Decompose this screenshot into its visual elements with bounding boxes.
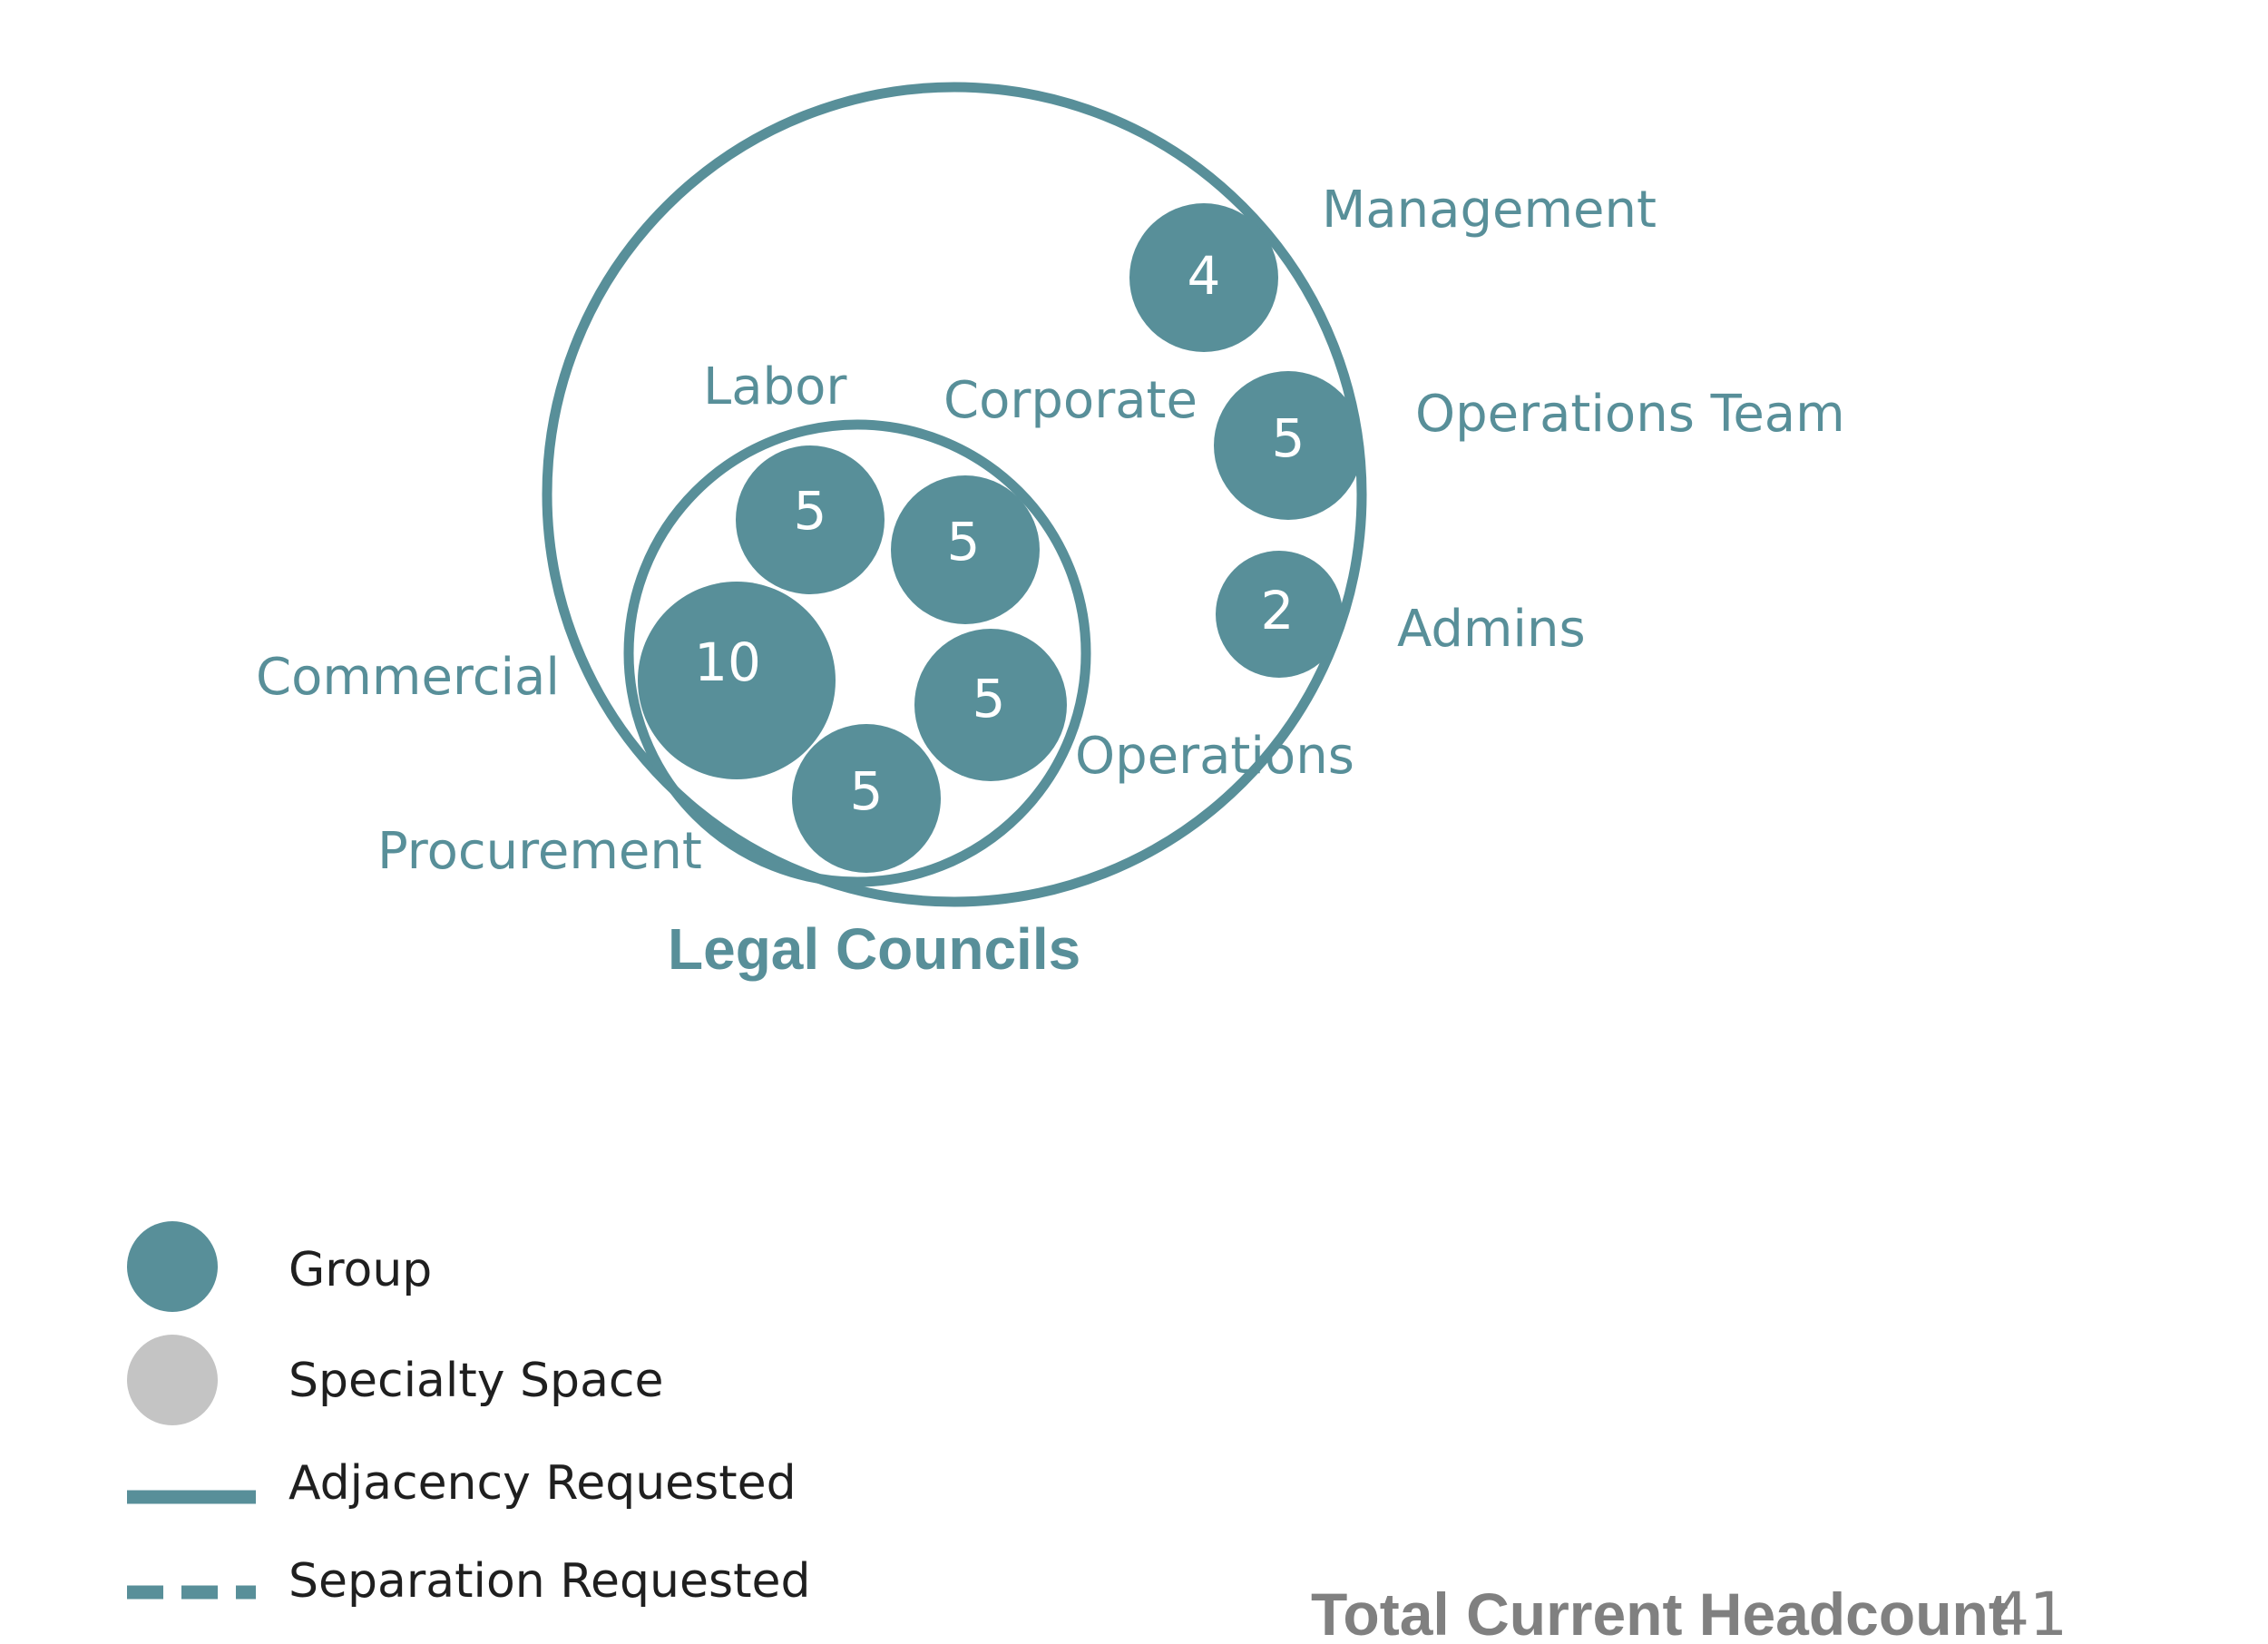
group-admins: 2 Admins <box>1216 551 1586 678</box>
legend-group-label: Group <box>288 1243 432 1297</box>
total-headcount: Total Current Headcount 41 <box>1311 1580 2068 1644</box>
group-bubble <box>736 445 885 594</box>
group-count: 5 <box>794 480 827 542</box>
legend-specialty-label: Specialty Space <box>288 1354 664 1408</box>
group-operations: 5 Operations <box>914 629 1354 786</box>
group-bubble <box>792 724 941 873</box>
group-corporate: 5 Corporate <box>891 371 1198 624</box>
cluster-label-legal-councils: Legal Councils <box>668 916 1080 982</box>
group-count: 10 <box>694 631 761 693</box>
group-count: 2 <box>1261 580 1295 641</box>
group-count: 5 <box>850 760 884 822</box>
group-label: Commercial <box>256 648 560 707</box>
legend-specialty-swatch <box>127 1335 218 1425</box>
group-label: Operations Team <box>1415 385 1845 444</box>
legal-councils-ring <box>623 419 1091 887</box>
group-label: Operations <box>1075 727 1354 786</box>
group-bubble <box>914 629 1067 781</box>
group-label: Labor <box>703 357 847 416</box>
group-bubble <box>1216 551 1343 678</box>
group-procurement: 5 Procurement <box>377 724 941 881</box>
group-count: 4 <box>1188 245 1221 307</box>
group-label: Admins <box>1397 600 1586 659</box>
group-count: 5 <box>973 668 1006 729</box>
legend-separation-label: Separation Requested <box>288 1554 810 1609</box>
group-management: 4 Management <box>1129 181 1657 352</box>
group-label: Procurement <box>377 822 702 881</box>
legend-adjacency-label: Adjacency Requested <box>288 1456 797 1511</box>
group-labor: 5 Labor <box>703 357 885 594</box>
group-bubble <box>1214 371 1363 520</box>
group-count: 5 <box>947 511 981 572</box>
group-bubble <box>891 475 1040 624</box>
group-operations-team: 5 Operations Team <box>1214 371 1845 520</box>
group-label: Management <box>1322 181 1657 240</box>
total-headcount-label: Total Current Headcount <box>1311 1580 2009 1644</box>
group-count: 5 <box>1272 407 1305 469</box>
total-headcount-value: 41 <box>1991 1580 2068 1644</box>
legend: Group Specialty Space Adjacency Requeste… <box>127 1221 810 1609</box>
group-bubble <box>638 582 836 779</box>
outer-adjacency-ring <box>542 82 1367 907</box>
group-label: Corporate <box>943 371 1198 430</box>
group-bubble <box>1129 203 1278 352</box>
legend-group-swatch <box>127 1221 218 1312</box>
group-commercial: 10 Commercial <box>256 582 836 779</box>
